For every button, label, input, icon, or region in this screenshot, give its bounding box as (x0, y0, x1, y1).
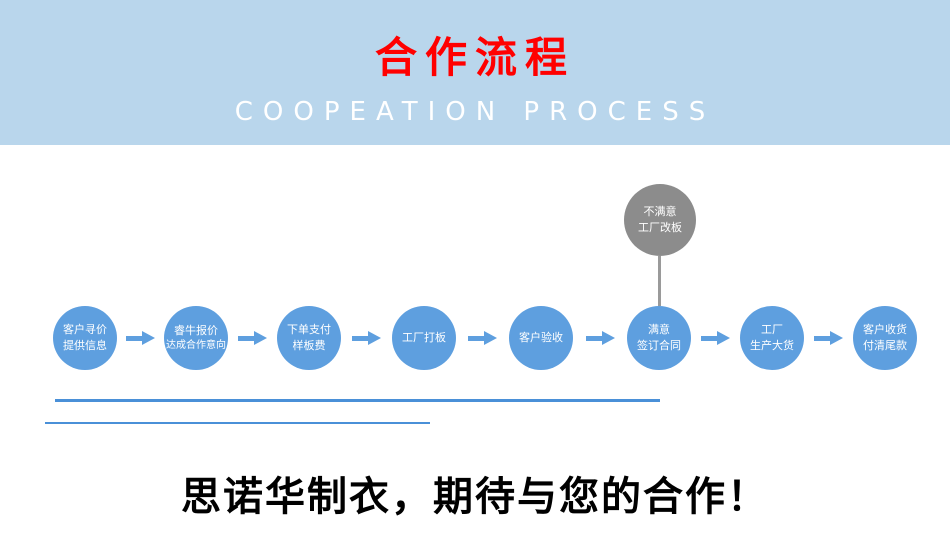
banner-title: 合作流程 (374, 33, 575, 82)
step-line2: 达成合作意向 (166, 339, 226, 351)
step-line1: 满意 (648, 323, 670, 337)
flow-step-receive-goods: 客户收货 付清尾款 (853, 306, 917, 370)
step-line2: 付清尾款 (863, 339, 907, 352)
arrow-right-icon (352, 331, 382, 345)
step-line1: 客户收货 (863, 323, 907, 337)
step-line2: 样板费 (292, 339, 326, 352)
divider-line-long (55, 399, 660, 402)
arrow-right-icon (586, 331, 616, 345)
arrow-right-icon (814, 331, 844, 345)
flow-step-bulk-production: 工厂 生产大货 (740, 306, 804, 370)
step-line2: 签订合同 (637, 339, 681, 352)
arrow-right-icon (126, 331, 156, 345)
step-line1: 客户寻价 (63, 323, 107, 337)
branch-line1: 不满意 (643, 205, 677, 219)
step-line1: 下单支付 (287, 323, 331, 337)
divider-line-short (45, 422, 430, 424)
flow-step-sign-contract: 满意 签订合同 (627, 306, 691, 370)
step-line1: 工厂 (761, 323, 783, 337)
branch-connector-line (658, 256, 661, 306)
flow-step-customer-check: 客户验收 (509, 306, 573, 370)
step-line1: 客户验收 (519, 331, 563, 345)
flow-step-sample-making: 工厂打板 (392, 306, 456, 370)
flow-step-inquiry: 客户寻价 提供信息 (53, 306, 117, 370)
arrow-right-icon (238, 331, 268, 345)
step-line1: 睿牛报价 (174, 323, 218, 337)
flow-branch-node-rework: 不满意 工厂改板 (624, 184, 696, 256)
arrow-right-icon (701, 331, 731, 345)
flow-step-sample-fee: 下单支付 样板费 (277, 306, 341, 370)
banner: 合作流程 COOPEATION PROCESS (0, 0, 950, 145)
footer-slogan: 思诺华制衣，期待与您的合作！ (181, 473, 769, 520)
step-line2: 生产大货 (750, 339, 794, 352)
branch-line2: 工厂改板 (638, 221, 682, 234)
step-line1: 工厂打板 (402, 331, 446, 345)
flow-step-quotation: 睿牛报价 达成合作意向 (164, 306, 228, 370)
step-line2: 提供信息 (63, 339, 107, 352)
banner-subtitle: COOPEATION PROCESS (234, 97, 716, 127)
arrow-right-icon (468, 331, 498, 345)
